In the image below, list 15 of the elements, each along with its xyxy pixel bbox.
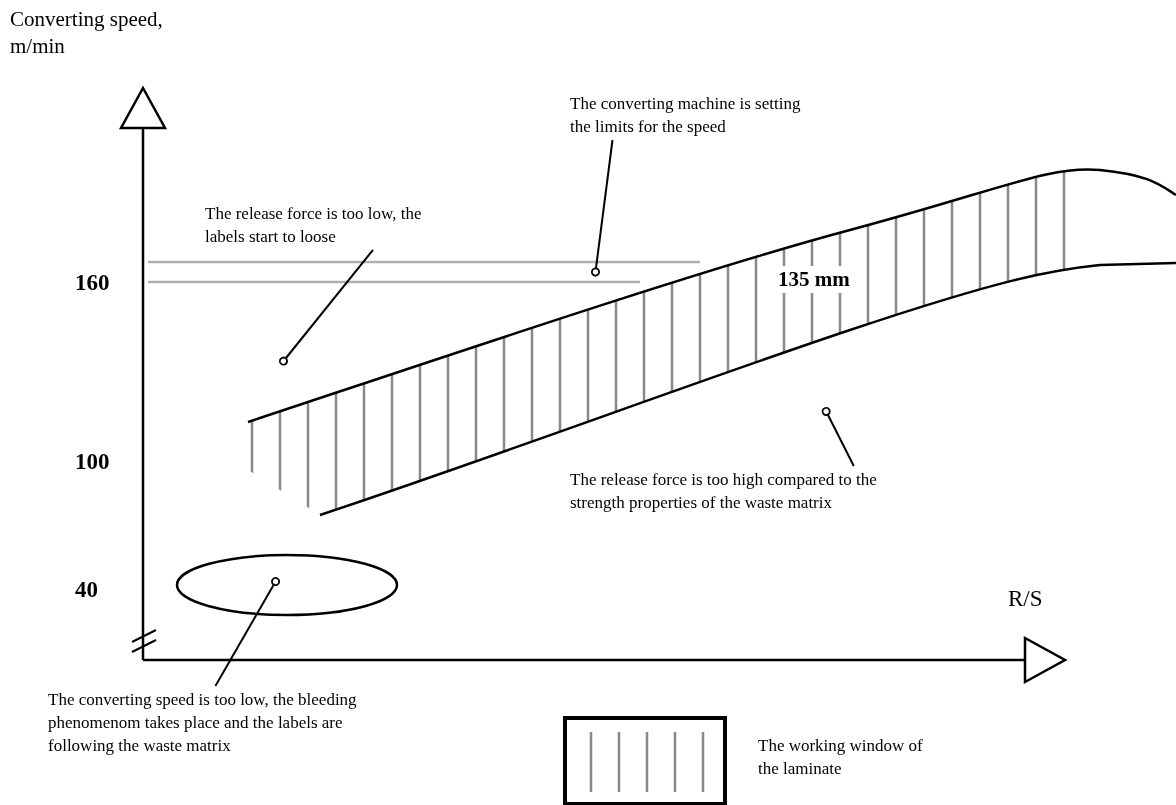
callout-text: The converting speed is too low, the bleeding phenomenom takes place and the labels are following the waste matrix xyxy=(48,688,358,757)
axis-title: Converting speed, m/min xyxy=(10,6,164,60)
callout-text: The release force is too low, the labels start to loose xyxy=(205,202,435,248)
tick-label: 160 xyxy=(75,269,110,297)
tick-label: 100 xyxy=(75,448,110,476)
callout-text: The release force is too high compared to the strength properties of the waste matrix xyxy=(570,468,900,514)
callout-text: The converting machine is setting the limits for the speed xyxy=(570,92,820,138)
leader-line xyxy=(591,139,614,277)
tick-label: 40 xyxy=(75,576,98,604)
leader-line xyxy=(821,406,855,467)
legend-label: The working window of the laminate xyxy=(758,735,924,780)
ellipse-region xyxy=(175,553,399,617)
leader-line xyxy=(279,249,374,366)
leader-line xyxy=(214,577,281,687)
axis-title: R/S xyxy=(1008,585,1043,613)
